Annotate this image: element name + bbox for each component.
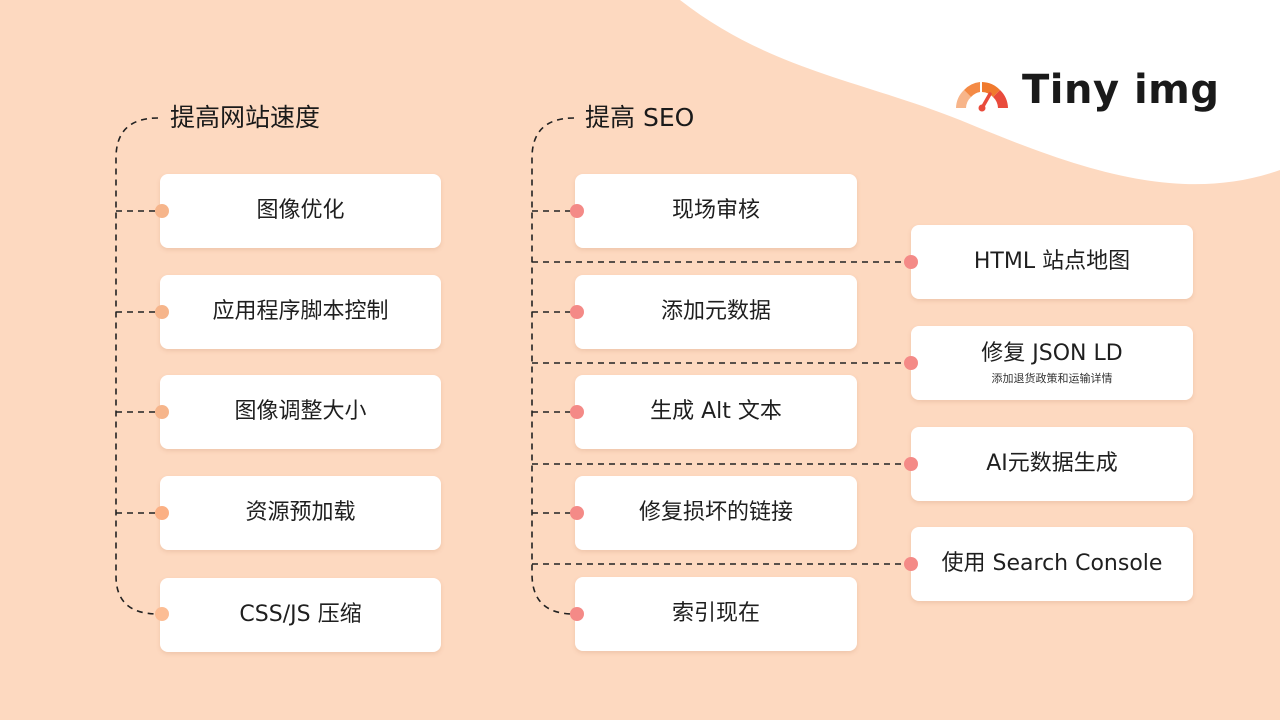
connector-dot <box>570 607 584 621</box>
card-label: 添加元数据 <box>660 299 771 324</box>
card-label: 现场审核 <box>671 198 760 223</box>
seo-card-html-sitemap: HTML 站点地图 <box>911 225 1193 299</box>
speed-card-resource-preload: 资源预加载 <box>160 476 441 550</box>
seo-card-fix-broken-links: 修复损坏的链接 <box>575 476 857 550</box>
card-label: 修复损坏的链接 <box>638 500 793 525</box>
card-label: 生成 Alt 文本 <box>650 399 782 424</box>
connector-dot <box>155 405 169 419</box>
connector-dot <box>904 356 918 370</box>
connector-dot <box>155 607 169 621</box>
card-label: 图像优化 <box>256 198 345 223</box>
card-label: 使用 Search Console <box>941 551 1163 576</box>
connector-dot <box>570 506 584 520</box>
seo-card-index-now: 索引现在 <box>575 577 857 651</box>
card-label: HTML 站点地图 <box>973 249 1131 274</box>
connector-dot <box>570 405 584 419</box>
speed-card-image-resize: 图像调整大小 <box>160 375 441 449</box>
connector-dot <box>155 305 169 319</box>
seo-card-fix-json-ld: 修复 JSON LD 添加退货政策和运输详情 <box>911 326 1193 400</box>
brand-name: Tiny img <box>1022 67 1220 113</box>
speed-card-css-js-minify: CSS/JS 压缩 <box>160 578 441 652</box>
speed-section-title: 提高网站速度 <box>170 103 321 132</box>
card-label: AI元数据生成 <box>986 451 1118 476</box>
connector-dot <box>570 204 584 218</box>
connector-dot <box>904 255 918 269</box>
seo-section-title: 提高 SEO <box>585 103 695 132</box>
seo-card-ai-metadata: AI元数据生成 <box>911 427 1193 501</box>
seo-card-add-metadata: 添加元数据 <box>575 275 857 349</box>
card-label: 索引现在 <box>671 601 760 626</box>
speedometer-logo-icon <box>956 82 1008 112</box>
card-label: 修复 JSON LD <box>981 341 1123 366</box>
card-sublabel: 添加退货政策和运输详情 <box>991 372 1113 385</box>
card-label: 资源预加载 <box>245 500 356 525</box>
card-label: 应用程序脚本控制 <box>212 299 389 324</box>
speed-card-image-optimization: 图像优化 <box>160 174 441 248</box>
connector-dot <box>904 457 918 471</box>
connector-dot <box>570 305 584 319</box>
connector-dot <box>155 204 169 218</box>
seo-card-generate-alt-text: 生成 Alt 文本 <box>575 375 857 449</box>
speed-card-app-script-control: 应用程序脚本控制 <box>160 275 441 349</box>
connector-dot <box>155 506 169 520</box>
card-label: 图像调整大小 <box>234 399 367 424</box>
seo-card-site-audit: 现场审核 <box>575 174 857 248</box>
card-label: CSS/JS 压缩 <box>239 602 362 627</box>
tiny-img-logo: Tiny img <box>950 66 1220 114</box>
connector-dot <box>904 557 918 571</box>
seo-card-search-console: 使用 Search Console <box>911 527 1193 601</box>
